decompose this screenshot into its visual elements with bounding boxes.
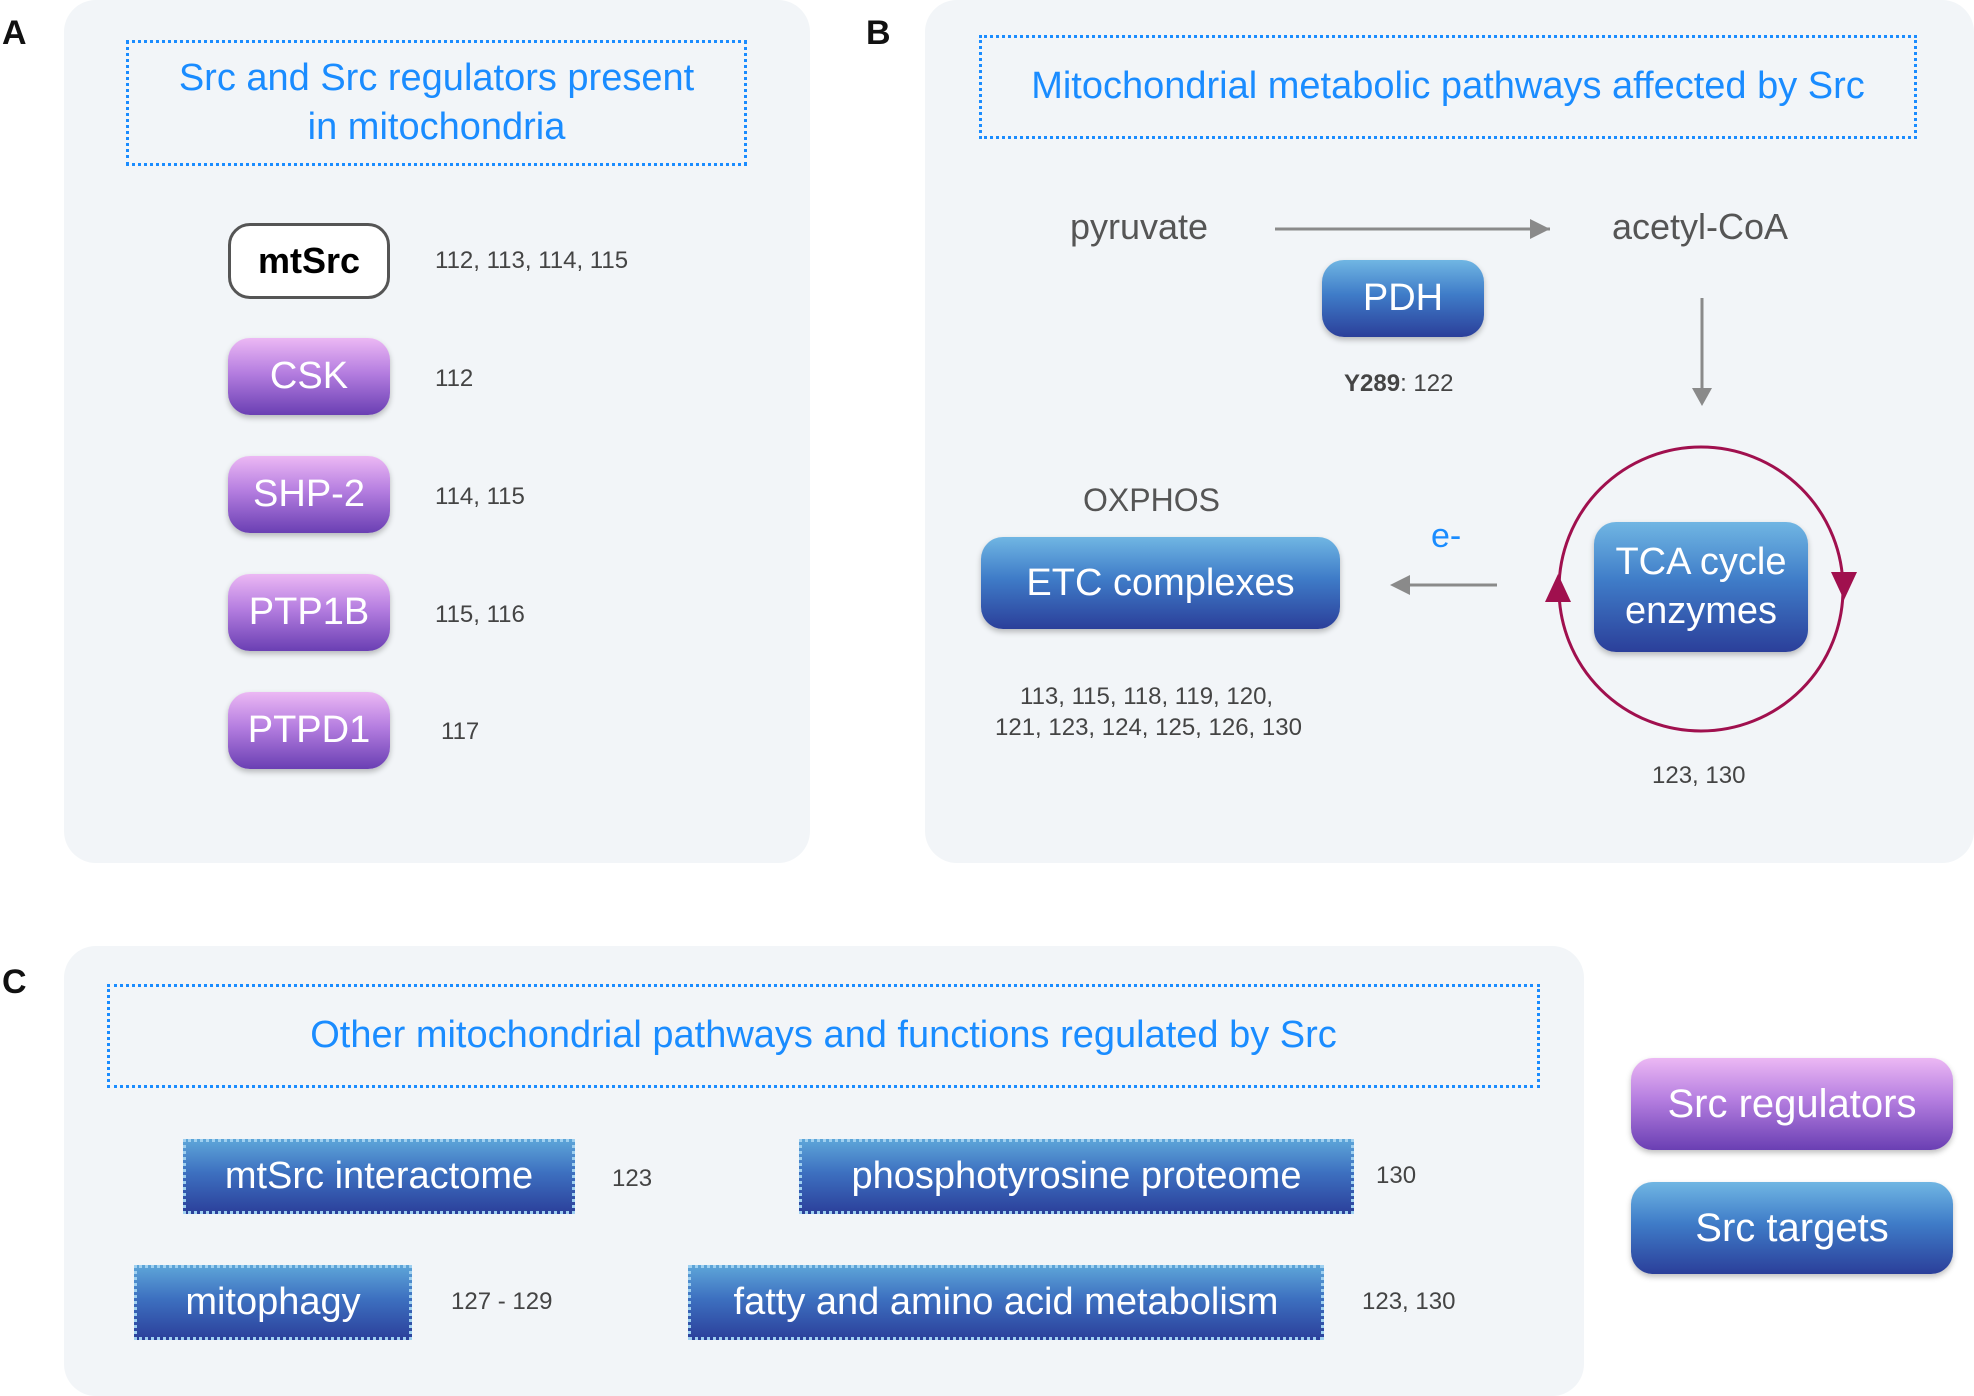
shp2-box: SHP-2 — [228, 456, 390, 533]
tca-to-etc-arrowhead — [1390, 575, 1410, 595]
etc-complexes-box: ETC complexes — [981, 537, 1340, 629]
mtsrc-interactome-refs: 123 — [612, 1165, 653, 1192]
mtsrc-interactome-box: mtSrc interactome — [183, 1139, 575, 1214]
fatty-amino-acid-box: fatty and amino acid metabolism — [688, 1265, 1324, 1340]
panel-a-label: A — [2, 14, 27, 52]
tca-cycle-ring — [1557, 445, 1845, 733]
fatty-amino-acid-refs: 123, 130 — [1362, 1288, 1456, 1315]
csk-box: CSK — [228, 338, 390, 415]
panel-c-label: C — [2, 963, 27, 1001]
mtsrc-refs: 112, 113, 114, 115 — [435, 247, 629, 274]
etc-refs-line1: 113, 115, 118, 119, 120, — [1020, 683, 1274, 710]
phosphotyrosine-proteome-box: phosphotyrosine proteome — [799, 1139, 1354, 1214]
acetyl-to-tca-arrowhead — [1692, 388, 1712, 406]
mitophagy-refs: 127 - 129 — [451, 1288, 553, 1315]
electron-label: e- — [1431, 517, 1462, 555]
acetyl-coa-label: acetyl-CoA — [1612, 206, 1789, 247]
ptp1b-refs: 115, 116 — [435, 601, 525, 628]
panel-a-title: Src and Src regulators present in mitoch… — [126, 40, 747, 166]
tca-cycle-arrowhead-right — [1831, 572, 1857, 600]
pdh-box: PDH — [1322, 260, 1484, 337]
pdh-refs: : 122 — [1400, 370, 1454, 397]
panel-b-label: B — [866, 14, 891, 52]
panel-c-title: Other mitochondrial pathways and functio… — [107, 984, 1540, 1088]
pyruvate-to-acetyl-arrowhead — [1530, 219, 1550, 239]
phosphotyrosine-proteome-refs: 130 — [1376, 1162, 1417, 1189]
panel-b — [925, 0, 1974, 863]
ptpd1-refs: 117 — [441, 718, 480, 745]
shp2-refs: 114, 115 — [435, 483, 525, 510]
panel-a — [64, 0, 810, 863]
etc-refs-line2: 121, 123, 124, 125, 126, 130 — [995, 714, 1302, 741]
pdh-site-refs: Y289: 122 — [1344, 370, 1453, 398]
tca-refs: 123, 130 — [1652, 762, 1746, 789]
pyruvate-label: pyruvate — [1070, 206, 1209, 247]
tca-cycle-arrowhead-left — [1545, 574, 1571, 602]
ptpd1-box: PTPD1 — [228, 692, 390, 769]
csk-refs: 112 — [435, 365, 474, 392]
mitophagy-box: mitophagy — [134, 1265, 412, 1340]
legend-src-regulators: Src regulators — [1631, 1058, 1953, 1150]
ptp1b-box: PTP1B — [228, 574, 390, 651]
mtsrc-box: mtSrc — [228, 223, 390, 299]
pdh-site: Y289 — [1344, 370, 1401, 397]
tca-cycle-box: TCA cycle enzymes — [1594, 522, 1808, 652]
panel-b-title: Mitochondrial metabolic pathways affecte… — [979, 35, 1917, 139]
legend-src-targets: Src targets — [1631, 1182, 1953, 1274]
oxphos-label: OXPHOS — [1083, 482, 1220, 518]
